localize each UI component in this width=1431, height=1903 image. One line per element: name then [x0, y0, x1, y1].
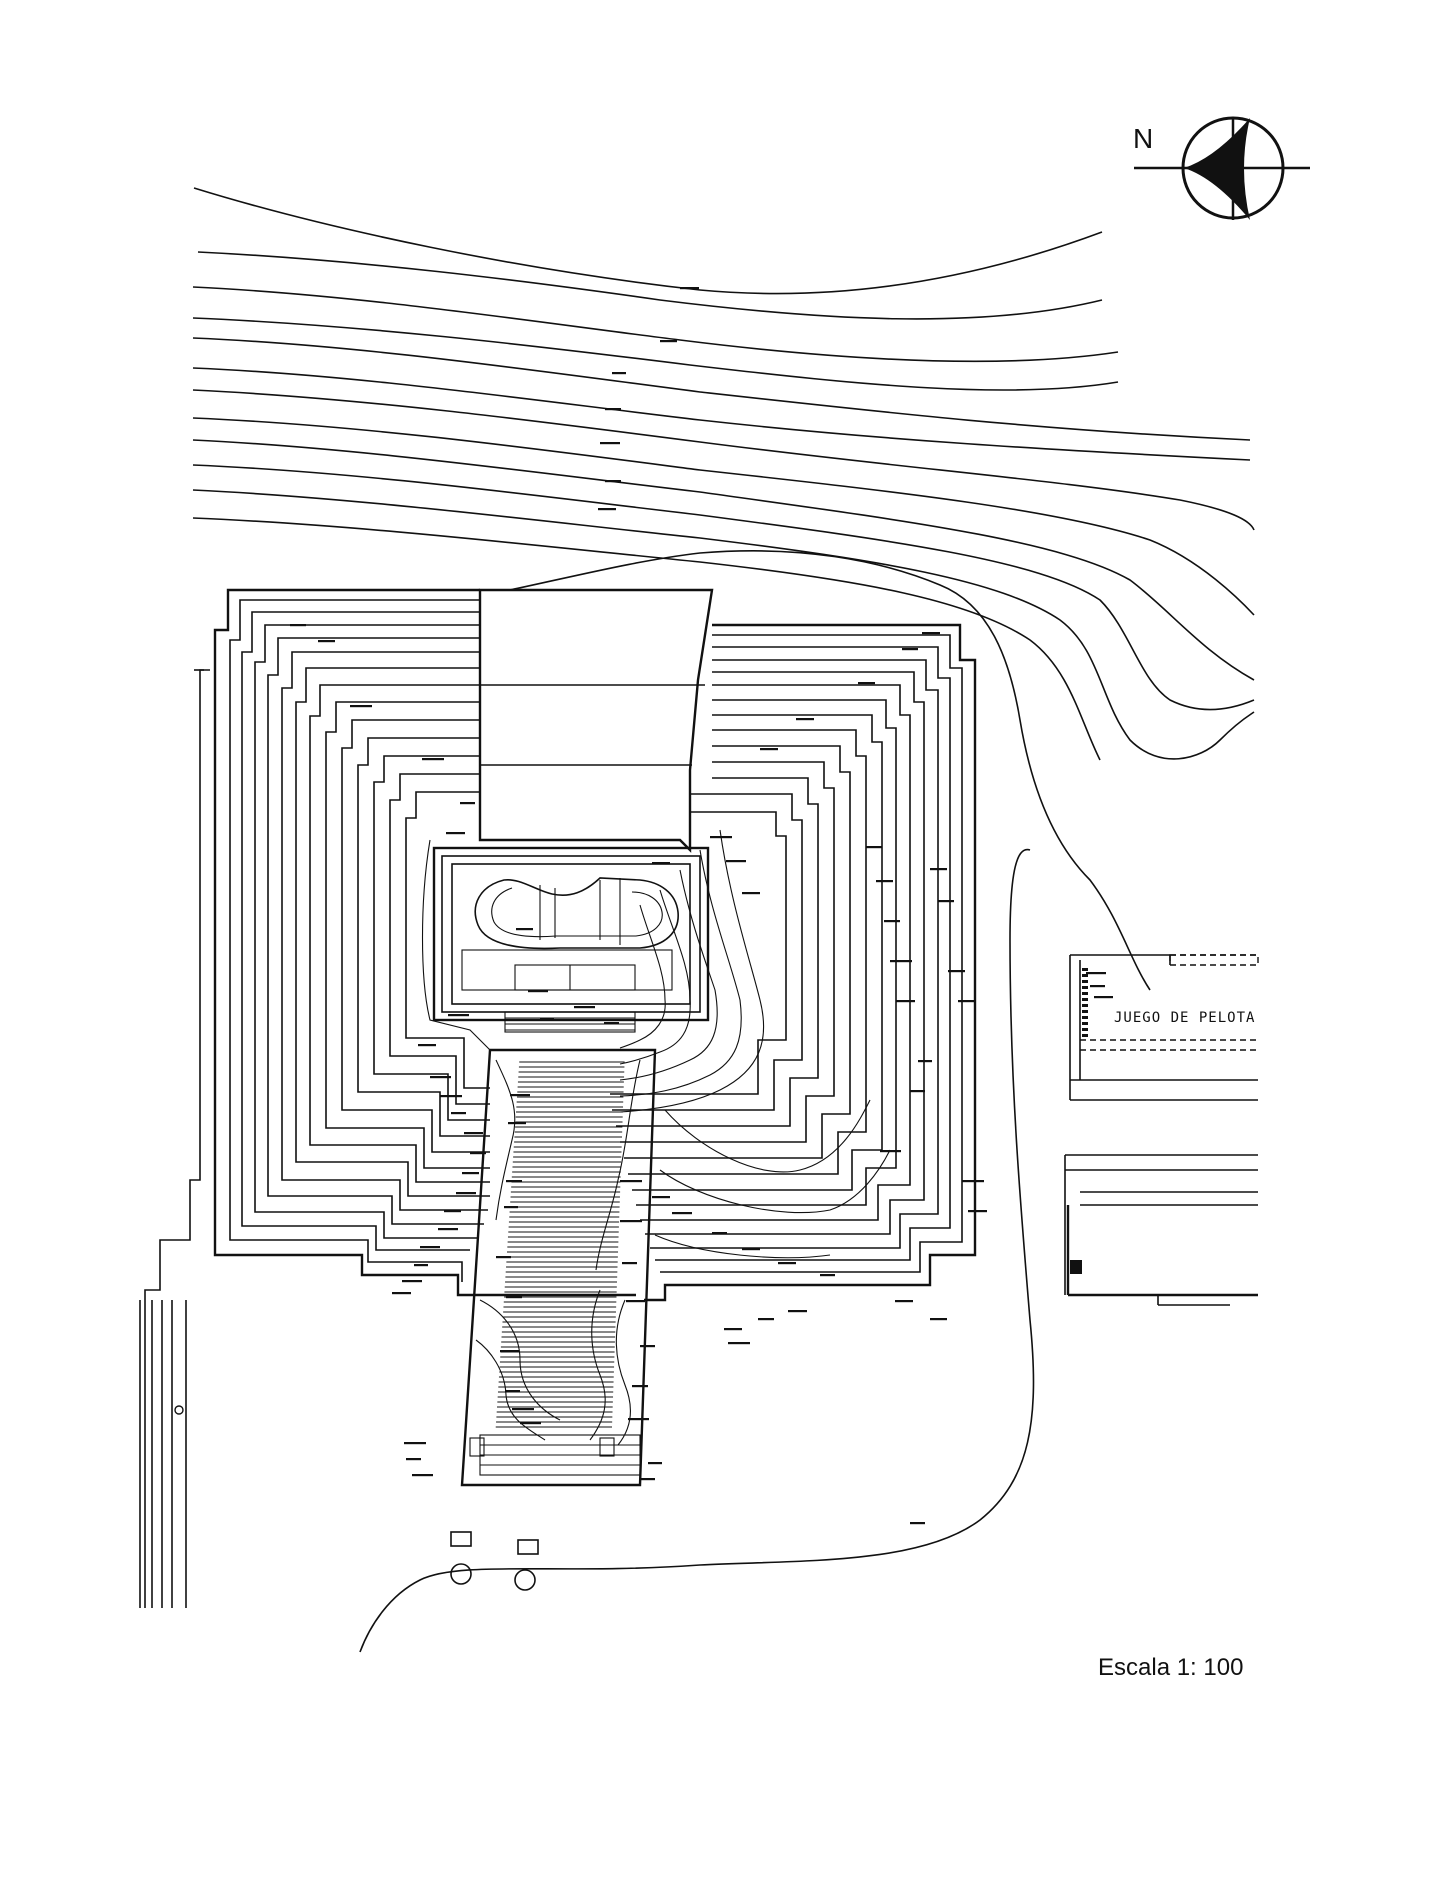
- pyramid-platform-steps: [213, 588, 977, 1302]
- ball-court: JUEGO DE PELOTA: [1069, 954, 1259, 1101]
- ball-court-label: JUEGO DE PELOTA: [1114, 1010, 1255, 1026]
- temple-enclosure: [432, 846, 710, 1033]
- upper-ramp: [478, 588, 714, 853]
- main-stairway: [460, 1048, 657, 1487]
- left-road: [139, 669, 210, 1608]
- terrain-contours: [192, 187, 1255, 1653]
- north-arrow: N: [1133, 116, 1310, 220]
- lower-right-building: [1064, 1154, 1258, 1306]
- base-features: [450, 1531, 539, 1591]
- elevation-labels: [290, 287, 1113, 1525]
- north-label: N: [1133, 123, 1153, 154]
- scale-label: Escala 1: 100: [1098, 1654, 1244, 1681]
